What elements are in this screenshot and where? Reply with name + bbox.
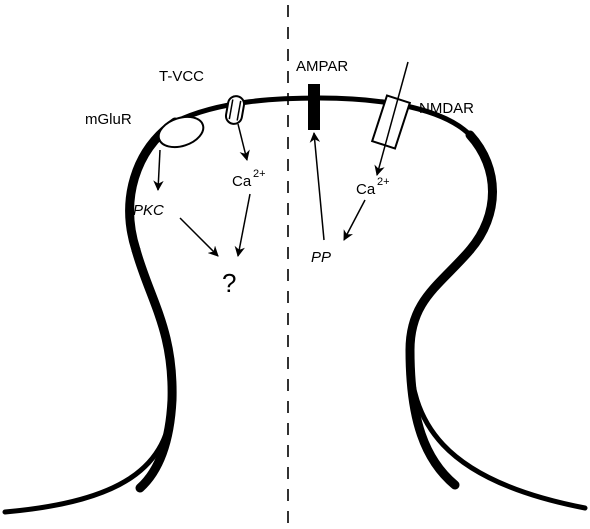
mglur-receptor-shape	[155, 112, 207, 153]
label-mglur: mGluR	[85, 111, 132, 128]
spine-neck-right-wall	[410, 250, 470, 485]
label-tvcc: T-VCC	[159, 68, 204, 85]
arrow-pkc-to-unknown	[180, 218, 218, 256]
label-pp: PP	[311, 249, 331, 266]
arrow-ca-to-unknown	[238, 194, 250, 256]
spine-head-right-wall	[470, 135, 493, 250]
tvcc-channel-shape	[225, 95, 246, 125]
label-ca-right: Ca	[356, 181, 376, 198]
label-ca-left: Ca	[232, 173, 252, 190]
label-ca-right-base: Ca	[356, 181, 376, 198]
label-pkc: PKC	[133, 202, 164, 219]
label-nmdar: NMDAR	[419, 100, 474, 117]
arrow-ca-to-pp	[344, 200, 365, 240]
arrow-tvcc-to-ca	[238, 124, 247, 160]
label-unknown-target: ?	[222, 268, 236, 298]
label-ca-right-sup: 2+	[377, 176, 390, 188]
label-ca-left-sup: 2+	[253, 168, 266, 180]
spine-membrane	[5, 98, 585, 512]
label-ca-left-base: Ca	[232, 173, 252, 190]
ampar-receptor-shape	[308, 84, 320, 130]
arrow-mglur-to-pkc	[158, 150, 160, 190]
arrow-pp-to-ampar	[314, 133, 324, 240]
label-ampar: AMPAR	[296, 58, 348, 75]
